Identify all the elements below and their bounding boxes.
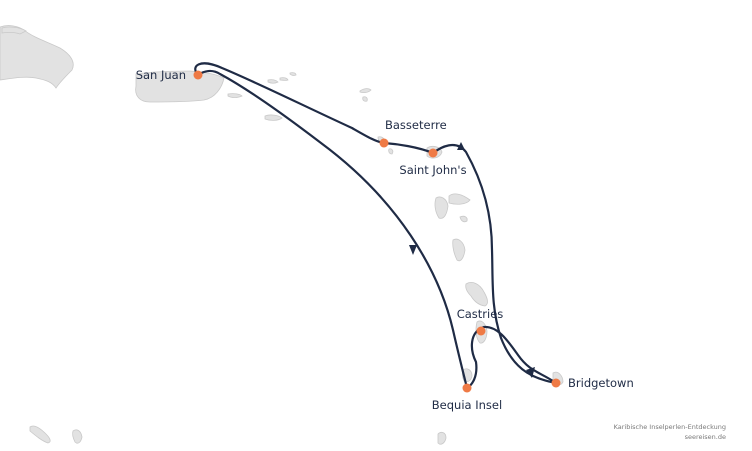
puerto-rico-island [135,70,225,103]
port-label-san-juan: San Juan [136,68,186,82]
route-line [194,62,558,390]
port-label-bridgetown: Bridgetown [568,376,634,390]
cruise-route [194,62,558,390]
land-layer [0,25,564,445]
anguilla-island [359,88,372,93]
credit-source: seereisen.de [684,433,726,441]
st-martin-island [362,96,368,102]
grenada-island [437,431,447,445]
curacao-island [72,429,83,444]
port-marker-bequia-insel[interactable] [462,383,472,393]
aruba-island [29,425,51,444]
route-arrow-north [457,142,465,150]
vieques-island [227,93,243,98]
virgin-island-1 [267,79,279,84]
route-arrow-south [409,245,417,255]
port-marker-san-juan[interactable] [193,70,203,80]
port-marker-saint-johns[interactable] [428,148,438,158]
nevis-island [388,148,394,155]
port-label-saint-johns: Saint John's [399,163,466,177]
virgin-island-2 [279,77,289,81]
port-marker-basseterre[interactable] [379,138,389,148]
virgin-island-3 [289,72,297,76]
port-label-bequia-insel: Bequia Insel [432,398,502,412]
port-marker-bridgetown[interactable] [551,378,561,388]
map-credit: Karibische Inselperlen-Entdeckung seerei… [614,422,726,442]
port-label-castries: Castries [457,307,504,321]
labels-layer: San Juan Basseterre Saint John's Castrie… [136,68,634,412]
credit-title: Karibische Inselperlen-Entdeckung [613,423,726,431]
route-arrow-east [526,367,535,378]
hispaniola-island [0,25,74,89]
st-croix-island [264,114,283,121]
ports-layer [193,70,561,393]
port-label-basseterre: Basseterre [385,118,447,132]
hispaniola-cape [1,26,27,35]
dominica-island [452,238,466,262]
martinique-island [465,282,488,307]
marie-galante-island [459,215,468,223]
guadeloupe-island [434,193,471,219]
port-marker-castries[interactable] [476,326,486,336]
